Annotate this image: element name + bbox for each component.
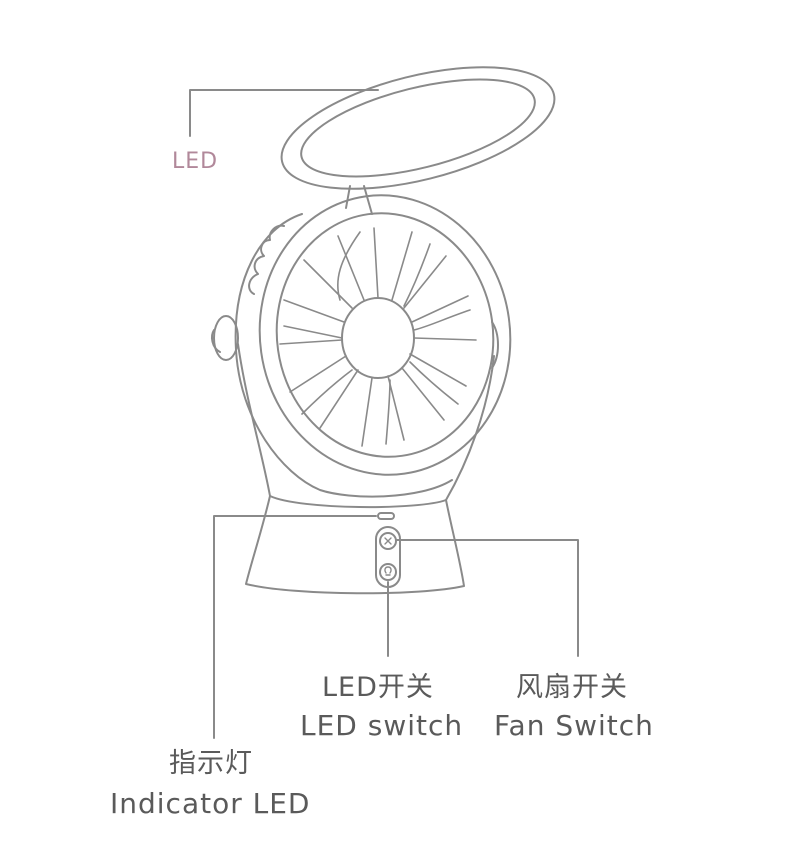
led-switch-label-en: LED switch — [300, 709, 464, 742]
fan-grill — [279, 227, 477, 447]
fan-switch-label-en: Fan Switch — [494, 709, 654, 742]
indicator-leader-line — [213, 515, 377, 739]
led-label: LED — [172, 149, 219, 174]
indicator-label-cn: 指示灯 — [169, 748, 253, 779]
fan-switch-leader-line — [395, 539, 579, 657]
indicator-label-en: Indicator LED — [110, 787, 311, 820]
switch-panel — [375, 526, 401, 588]
led-ring — [280, 66, 556, 215]
fan-base — [237, 343, 495, 595]
indicator-led-slot — [377, 512, 395, 520]
led-leader-line — [189, 89, 379, 137]
fan-head — [234, 194, 512, 498]
led-switch-label-cn: LED开关 — [322, 672, 434, 703]
pivot-knobs — [211, 315, 499, 369]
fan-switch-label-cn: 风扇开关 — [516, 672, 628, 703]
